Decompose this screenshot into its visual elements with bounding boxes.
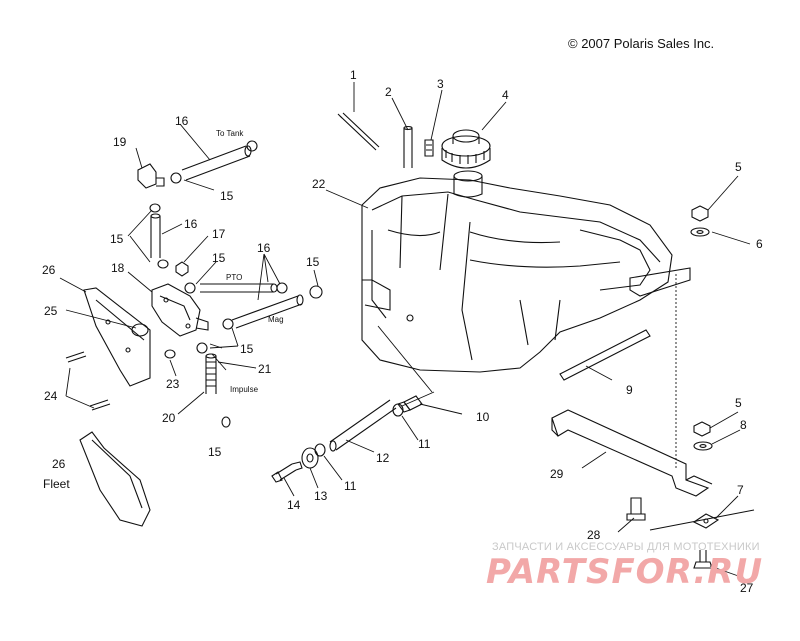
- callout-numbers: 1 2 3 4 5 5 6 7 8 9 10 11 11 12 13 14 15…: [42, 68, 763, 595]
- callout-26-b: 26: [52, 457, 66, 471]
- clamp-11a: [392, 403, 404, 417]
- bracket-29: [551, 409, 713, 497]
- callout-15-d: 15: [306, 255, 320, 269]
- callout-8: 8: [740, 418, 747, 432]
- label-fleet: Fleet: [43, 477, 70, 491]
- grommet-13: [301, 447, 319, 469]
- bolts-24: [65, 351, 111, 411]
- label-pto: PTO: [226, 273, 242, 282]
- callout-5-top: 5: [735, 160, 742, 174]
- gas-cap: [441, 129, 491, 169]
- callout-15-f: 15: [208, 445, 222, 459]
- washer-6: [690, 227, 710, 237]
- callout-26-a: 26: [42, 263, 56, 277]
- clamp-11b: [314, 443, 326, 457]
- callout-27: 27: [740, 581, 754, 595]
- nut-17: [175, 261, 189, 277]
- hose-16-mag: [231, 294, 304, 329]
- callout-19: 19: [113, 135, 127, 149]
- leader-lines: [59, 82, 755, 579]
- callout-17: 17: [212, 227, 226, 241]
- bracket-26: [83, 287, 151, 387]
- vent-tube-2: [403, 125, 413, 168]
- callout-9: 9: [626, 383, 633, 397]
- callout-16-c: 16: [257, 241, 271, 255]
- callout-23: 23: [166, 377, 180, 391]
- clamps-15: [149, 140, 323, 428]
- label-impulse: Impulse: [230, 385, 259, 394]
- callout-2: 2: [385, 85, 392, 99]
- callout-18: 18: [111, 261, 125, 275]
- callout-5-lower: 5: [735, 396, 742, 410]
- callout-24: 24: [44, 389, 58, 403]
- callout-1: 1: [350, 68, 357, 82]
- callout-15-a: 15: [220, 189, 234, 203]
- label-mag: Mag: [268, 315, 284, 324]
- callout-7: 7: [737, 483, 744, 497]
- bracket-26-fleet: [79, 431, 151, 527]
- grommet-23: [164, 349, 176, 359]
- fitting-3: [424, 139, 434, 157]
- strap-1: [337, 112, 380, 151]
- nut-5-lower: [693, 421, 711, 437]
- callout-10: 10: [476, 410, 490, 424]
- screw-27: [693, 550, 713, 569]
- callout-6: 6: [756, 237, 763, 251]
- callout-29: 29: [550, 467, 564, 481]
- hose-16-pto: [200, 283, 278, 293]
- label-to-tank: To Tank: [216, 129, 244, 138]
- fuel-tank: [361, 170, 691, 373]
- callout-11b: 11: [344, 479, 357, 493]
- callout-22: 22: [312, 177, 326, 191]
- bolt-28: [626, 497, 646, 521]
- hose-16-vert: [150, 213, 161, 258]
- watermark-logo: PARTSFOR.RU: [486, 552, 764, 592]
- callout-4: 4: [502, 88, 509, 102]
- callout-14: 14: [287, 498, 301, 512]
- fitting-10: [397, 395, 423, 413]
- annotation-labels: To Tank PTO Mag Impulse: [216, 129, 284, 394]
- callout-13: 13: [314, 489, 328, 503]
- callout-28: 28: [587, 528, 601, 542]
- hose-12: [329, 399, 397, 452]
- pad-9: [559, 329, 651, 381]
- fitting-19: [137, 163, 165, 189]
- callout-12: 12: [376, 451, 390, 465]
- callout-25: 25: [44, 304, 58, 318]
- copyright-notice: © 2007 Polaris Sales Inc.: [568, 36, 715, 51]
- callout-16-b: 16: [184, 217, 198, 231]
- washer-8: [693, 441, 713, 451]
- callout-15-e: 15: [240, 342, 254, 356]
- valve-14: [271, 461, 303, 483]
- callout-15-c: 15: [212, 251, 226, 265]
- hose-16-top: [181, 145, 252, 181]
- fuel-pump-18: [151, 283, 209, 337]
- callout-3: 3: [437, 77, 444, 91]
- watermark-tagline: ЗАПЧАСТИ И АКСЕССУАРЫ ДЛЯ МОТОТЕХНИКИ: [492, 541, 760, 553]
- grommet-25: [131, 323, 149, 337]
- callout-21: 21: [258, 362, 272, 376]
- callout-11a: 11: [418, 437, 431, 451]
- nut-5-top: [691, 205, 709, 222]
- callout-16-a: 16: [175, 114, 189, 128]
- impulse-hose-20: [205, 353, 217, 394]
- callout-20: 20: [162, 411, 176, 425]
- callout-15-b: 15: [110, 232, 124, 246]
